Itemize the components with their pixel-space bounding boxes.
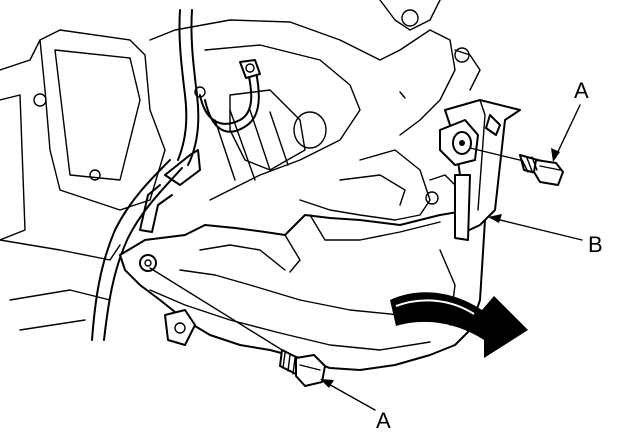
callout-label-a-top: A xyxy=(574,78,589,103)
removal-direction-arrow xyxy=(390,292,528,358)
bolt-a-top xyxy=(469,147,564,186)
wire-harness xyxy=(91,9,261,341)
callout-label-a-bottom: A xyxy=(376,408,391,433)
callout-leaders xyxy=(320,104,583,411)
callout-label-b: B xyxy=(588,232,603,257)
bracket-b xyxy=(439,99,521,241)
washer-reservoir xyxy=(119,209,486,371)
engine-bay-background xyxy=(0,0,481,331)
bolt-a-bottom xyxy=(149,267,326,387)
